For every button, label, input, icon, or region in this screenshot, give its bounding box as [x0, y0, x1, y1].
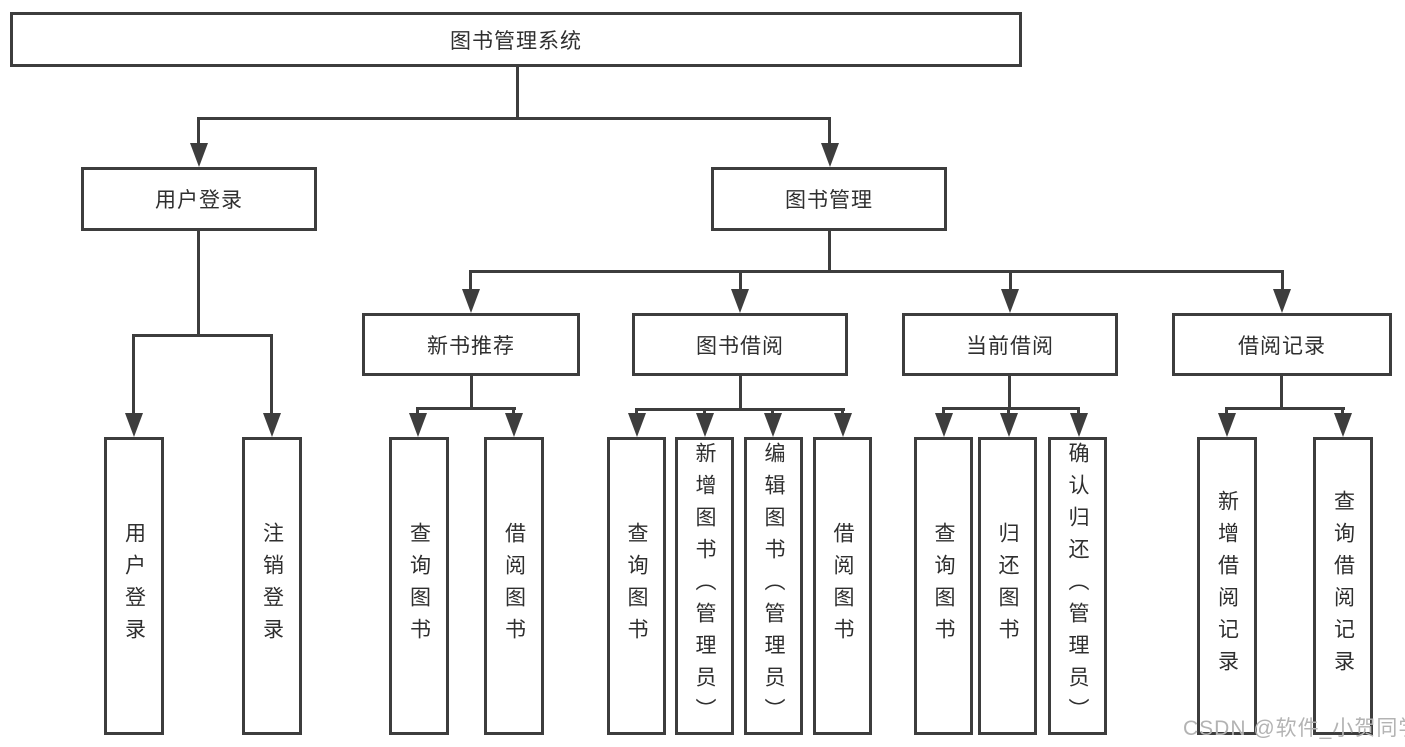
connector-line: [470, 376, 473, 409]
connector-line: [1009, 270, 1012, 291]
arrowhead-down: [935, 413, 953, 437]
connector-line: [132, 334, 135, 415]
connector-line: [416, 407, 419, 415]
arrowhead-down: [764, 413, 782, 437]
connector-line: [942, 407, 1080, 410]
leaf-label: 确认归还（管理员）: [1066, 442, 1090, 730]
arrowhead-down: [409, 413, 427, 437]
connector-line: [516, 67, 519, 117]
connector-line: [132, 334, 273, 337]
arrowhead-down: [731, 289, 749, 313]
arrowhead-down: [263, 413, 281, 437]
connector-line: [197, 231, 200, 337]
arrowhead-down: [1218, 413, 1236, 437]
node-label: 图书管理: [785, 189, 873, 212]
leaf-label: 借阅图书: [831, 522, 855, 650]
leaf-label: 新增图书（管理员）: [693, 442, 717, 730]
connector-line: [469, 270, 1284, 273]
connector-line: [1281, 270, 1284, 291]
watermark: CSDN @软件_小贺同学: [1183, 717, 1405, 740]
node-current-borrowing: 当前借阅: [902, 313, 1118, 376]
leaf-label: 借阅图书: [502, 522, 526, 650]
leaf-query-borrow-record: 查询借阅记录: [1313, 437, 1373, 735]
connector-line: [1007, 407, 1010, 415]
leaf-borrow-books-borrowing: 借阅图书: [813, 437, 872, 735]
node-label: 当前借阅: [966, 334, 1054, 358]
connector-line: [469, 270, 472, 291]
arrowhead-down: [1001, 289, 1019, 313]
connector-line: [1008, 376, 1011, 409]
leaf-label: 查询图书: [932, 522, 956, 650]
leaf-query-books-borrowing: 查询图书: [607, 437, 666, 735]
connector-line: [1225, 407, 1228, 415]
connector-line: [635, 408, 845, 411]
node-library-management-system: 图书管理系统: [10, 12, 1022, 67]
node-label: 新书推荐: [427, 334, 515, 358]
node-label: 图书管理系统: [450, 29, 582, 53]
leaf-confirm-return-admin: 确认归还（管理员）: [1048, 437, 1107, 735]
arrowhead-down: [628, 413, 646, 437]
leaf-label: 查询借阅记录: [1331, 490, 1355, 682]
arrowhead-down: [125, 413, 143, 437]
connector-line: [828, 231, 831, 273]
connector-line: [197, 117, 200, 145]
leaf-edit-books-admin: 编辑图书（管理员）: [744, 437, 803, 735]
arrowhead-down: [1273, 289, 1291, 313]
leaf-query-books-current: 查询图书: [914, 437, 973, 735]
leaf-label: 查询图书: [407, 522, 431, 650]
arrowhead-down: [696, 413, 714, 437]
arrowhead-down: [834, 413, 852, 437]
connector-line: [1077, 407, 1080, 415]
leaf-borrow-books-recommend: 借阅图书: [484, 437, 544, 735]
connector-line: [270, 334, 273, 415]
node-borrowing-records: 借阅记录: [1172, 313, 1392, 376]
connector-line: [771, 408, 774, 415]
connector-line: [1280, 376, 1283, 409]
leaf-label: 归还图书: [996, 522, 1020, 650]
leaf-label: 注销登录: [260, 522, 284, 650]
arrowhead-down: [1070, 413, 1088, 437]
node-label: 图书借阅: [696, 334, 784, 358]
leaf-label: 用户登录: [122, 522, 146, 650]
leaf-label: 新增借阅记录: [1215, 490, 1239, 682]
connector-line: [512, 407, 515, 415]
leaf-add-borrow-record: 新增借阅记录: [1197, 437, 1257, 735]
node-book-management: 图书管理: [711, 167, 947, 231]
node-label: 借阅记录: [1238, 334, 1326, 358]
arrowhead-down: [1334, 413, 1352, 437]
connector-line: [1225, 407, 1345, 410]
node-label: 用户登录: [155, 189, 243, 212]
node-book-borrowing: 图书借阅: [632, 313, 848, 376]
leaf-logout: 注销登录: [242, 437, 302, 735]
connector-line: [1341, 407, 1344, 415]
arrowhead-down: [462, 289, 480, 313]
leaf-label: 编辑图书（管理员）: [762, 442, 786, 730]
arrowhead-down: [190, 143, 208, 167]
node-new-book-recommendation: 新书推荐: [362, 313, 580, 376]
leaf-query-books-recommend: 查询图书: [389, 437, 449, 735]
arrowhead-down: [1000, 413, 1018, 437]
connector-line: [828, 117, 831, 145]
connector-line: [942, 407, 945, 415]
leaf-return-books: 归还图书: [978, 437, 1037, 735]
connector-line: [841, 408, 844, 415]
leaf-user-login: 用户登录: [104, 437, 164, 735]
leaf-label: 查询图书: [625, 522, 649, 650]
connector-line: [739, 270, 742, 291]
connector-line: [635, 408, 638, 415]
arrowhead-down: [821, 143, 839, 167]
leaf-add-books-admin: 新增图书（管理员）: [675, 437, 734, 735]
connector-line: [197, 117, 831, 120]
node-user-login: 用户登录: [81, 167, 317, 231]
arrowhead-down: [505, 413, 523, 437]
connector-line: [739, 376, 742, 410]
connector-line: [703, 408, 706, 415]
connector-line: [416, 407, 516, 410]
